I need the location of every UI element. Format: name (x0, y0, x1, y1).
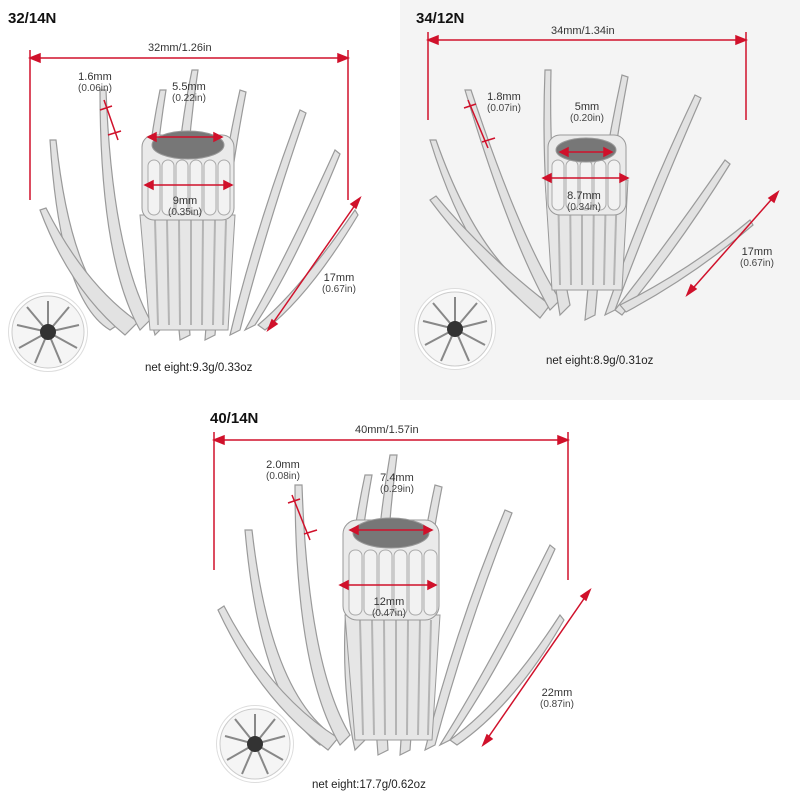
wire-in: (0.06in) (78, 83, 112, 94)
height-mm: 22mm (541, 687, 573, 699)
top-view-inset (414, 288, 496, 370)
inner-dimension: 7.4mm(0.29in) (380, 472, 414, 496)
height-mm: 17mm (323, 272, 355, 284)
width-dimension: 34mm/1.34in (551, 25, 615, 37)
top-view-icon (417, 291, 493, 367)
top-view-icon (219, 708, 291, 780)
net-weight: net eight:8.9g/0.31oz (546, 355, 654, 367)
outer-dimension: 8.7mm(0.34in) (567, 190, 601, 214)
height-in: (0.67in) (322, 284, 356, 295)
net-weight: net eight:9.3g/0.33oz (145, 362, 253, 374)
inner-mm: 7.4mm (380, 472, 414, 484)
wire-in: (0.08in) (266, 471, 300, 482)
inner-in: (0.20in) (570, 113, 604, 124)
top-view-inset (216, 705, 294, 783)
outer-mm: 9mm (172, 195, 198, 207)
height-dimension: 22mm(0.87in) (540, 687, 574, 711)
width-dimension: 40mm/1.57in (355, 424, 419, 436)
outer-in: (0.47in) (372, 608, 406, 619)
hook-illustration (211, 432, 592, 757)
top-view-inset (8, 292, 88, 372)
inner-in: (0.22in) (172, 93, 206, 104)
outer-dimension: 9mm(0.35in) (168, 195, 202, 219)
wire-dimension: 1.8mm(0.07in) (487, 91, 521, 115)
model-label: 40/14N (210, 410, 259, 427)
outer-dimension: 12mm(0.47in) (372, 596, 406, 620)
product-panel-34-12n: 34/12N 34mm/1.34in 1.8mm(0.07in) 5mm(0.2… (400, 0, 800, 400)
inner-dimension: 5.5mm(0.22in) (172, 81, 206, 105)
inner-mm: 5.5mm (172, 81, 206, 93)
hook-illustration (425, 32, 780, 322)
wire-in: (0.07in) (487, 103, 521, 114)
wire-dimension: 2.0mm(0.08in) (266, 459, 300, 483)
top-view-icon (11, 295, 85, 369)
product-panel-32-14n: 32/14N 32mm/1.26in 1.6mm(0.06in) 5.5mm(0… (0, 0, 400, 400)
height-mm: 17mm (741, 246, 773, 258)
product-panel-40-14n: 40/14N 40mm/1.57in 2.0mm(0.08in) 7.4mm(0… (200, 400, 600, 800)
outer-mm: 12mm (373, 596, 405, 608)
inner-dimension: 5mm(0.20in) (570, 101, 604, 125)
model-label: 34/12N (416, 10, 465, 27)
wire-dimension: 1.6mm(0.06in) (78, 71, 112, 95)
wire-mm: 1.6mm (78, 71, 112, 83)
outer-in: (0.34in) (567, 202, 601, 213)
outer-mm: 8.7mm (567, 190, 601, 202)
width-value: 34mm/1.34in (551, 25, 615, 37)
height-in: (0.67in) (740, 258, 774, 269)
height-dimension: 17mm(0.67in) (322, 272, 356, 296)
model-label: 32/14N (8, 10, 57, 27)
width-value: 40mm/1.57in (355, 424, 419, 436)
wire-mm: 1.8mm (487, 91, 521, 103)
inner-mm: 5mm (574, 101, 600, 113)
hook-illustration (27, 50, 362, 342)
inner-in: (0.29in) (380, 484, 414, 495)
height-dimension: 17mm(0.67in) (740, 246, 774, 270)
height-in: (0.87in) (540, 699, 574, 710)
net-weight: net eight:17.7g/0.62oz (312, 779, 426, 791)
outer-in: (0.35in) (168, 207, 202, 218)
width-value: 32mm/1.26in (148, 42, 212, 54)
width-dimension: 32mm/1.26in (148, 42, 212, 54)
wire-mm: 2.0mm (266, 459, 300, 471)
